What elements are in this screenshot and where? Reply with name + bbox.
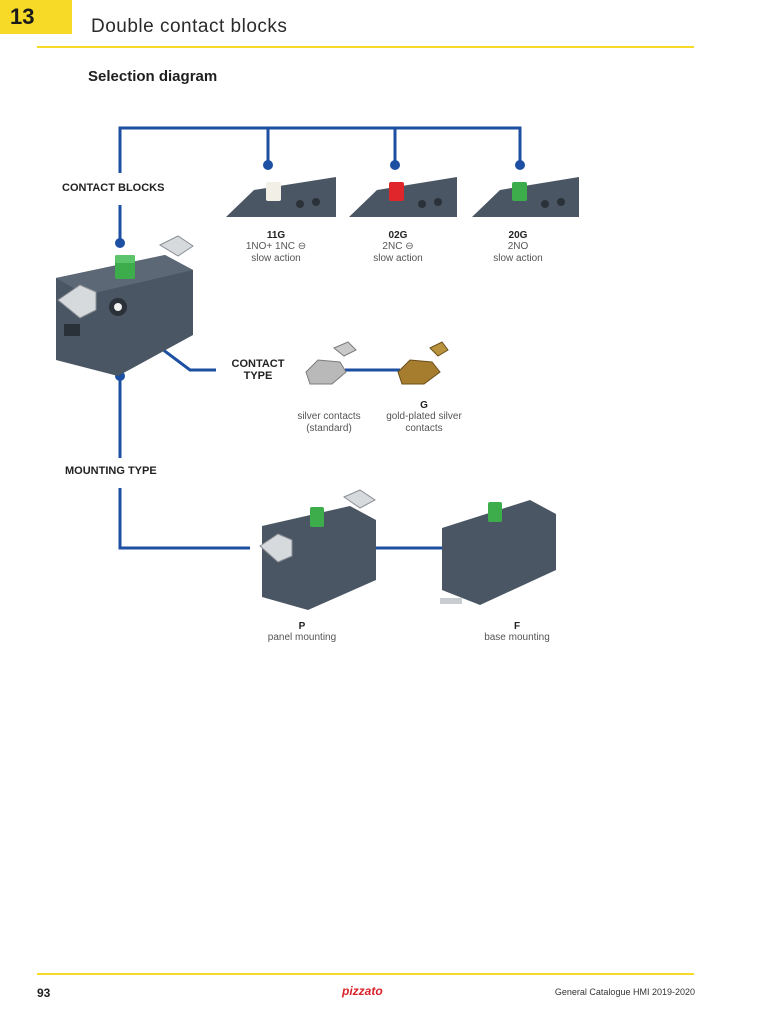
block-11g-button (266, 182, 281, 201)
base-mounting-caption: F base mounting (467, 621, 567, 644)
block-20g-contacts: 2NO (507, 241, 529, 252)
chapter-number-tab: 13 (0, 0, 72, 34)
contact-blocks-label: CONTACT BLOCKS (62, 182, 165, 194)
gold-contacts-desc1: gold-plated silver (386, 411, 462, 422)
panel-mounting-caption: P panel mounting (252, 621, 352, 644)
block-20g-action: slow action (493, 253, 543, 264)
panel-mounting-code: P (298, 621, 306, 632)
mounting-type-label: MOUNTING TYPE (65, 465, 157, 477)
header-rule (37, 46, 694, 48)
block-11g-contacts: 1NO+ 1NC ⊖ (245, 241, 307, 252)
base-mounting-desc: base mounting (484, 632, 550, 643)
mounting-connector (118, 488, 250, 550)
contact-blocks-connector (118, 126, 522, 173)
gold-contacts-caption: G gold-plated silver contacts (374, 400, 474, 435)
page-title: Double contact blocks (91, 16, 288, 37)
block-02g-action: slow action (373, 253, 423, 264)
block-20g-button (512, 182, 527, 201)
block-11g-code: 11G (266, 230, 286, 241)
section-title: Selection diagram (88, 68, 218, 85)
brand-logo: pizzato (342, 984, 383, 998)
page-number: 93 (37, 986, 51, 1000)
gold-contacts-image (397, 341, 449, 385)
main-contact-block-image (56, 235, 194, 376)
silver-contacts-desc1: silver contacts (297, 411, 361, 422)
block-02g-caption: 02G 2NC ⊖ slow action (348, 230, 448, 265)
catalogue-name: General Catalogue HMI 2019-2020 (554, 987, 695, 997)
silver-contacts-image (305, 341, 357, 385)
block-02g-contacts: 2NC ⊖ (382, 241, 414, 252)
gold-contacts-code: G (420, 400, 428, 411)
block-02g-image (349, 177, 457, 217)
block-11g-action: slow action (251, 253, 301, 264)
block-20g-image (472, 177, 579, 217)
silver-contacts-caption: silver contacts (standard) (284, 411, 374, 435)
base-mounting-image (440, 500, 556, 605)
block-02g-code: 02G (388, 230, 408, 241)
block-11g-image (226, 177, 336, 217)
contact-type-label: CONTACT TYPE (226, 358, 290, 382)
footer-rule (37, 973, 694, 975)
panel-mounting-image (259, 489, 376, 610)
block-02g-button (389, 182, 404, 201)
contact-type-label-line2: TYPE (243, 370, 273, 382)
block-11g-caption: 11G 1NO+ 1NC ⊖ slow action (226, 230, 326, 265)
panel-mounting-desc: panel mounting (267, 632, 337, 643)
gold-contacts-desc2: contacts (405, 423, 443, 434)
block-20g-caption: 20G 2NO slow action (468, 230, 568, 265)
contact-type-label-line1: CONTACT (231, 358, 285, 370)
block-20g-code: 20G (508, 230, 528, 241)
base-mounting-code: F (513, 621, 521, 632)
silver-contacts-desc2: (standard) (306, 423, 352, 434)
